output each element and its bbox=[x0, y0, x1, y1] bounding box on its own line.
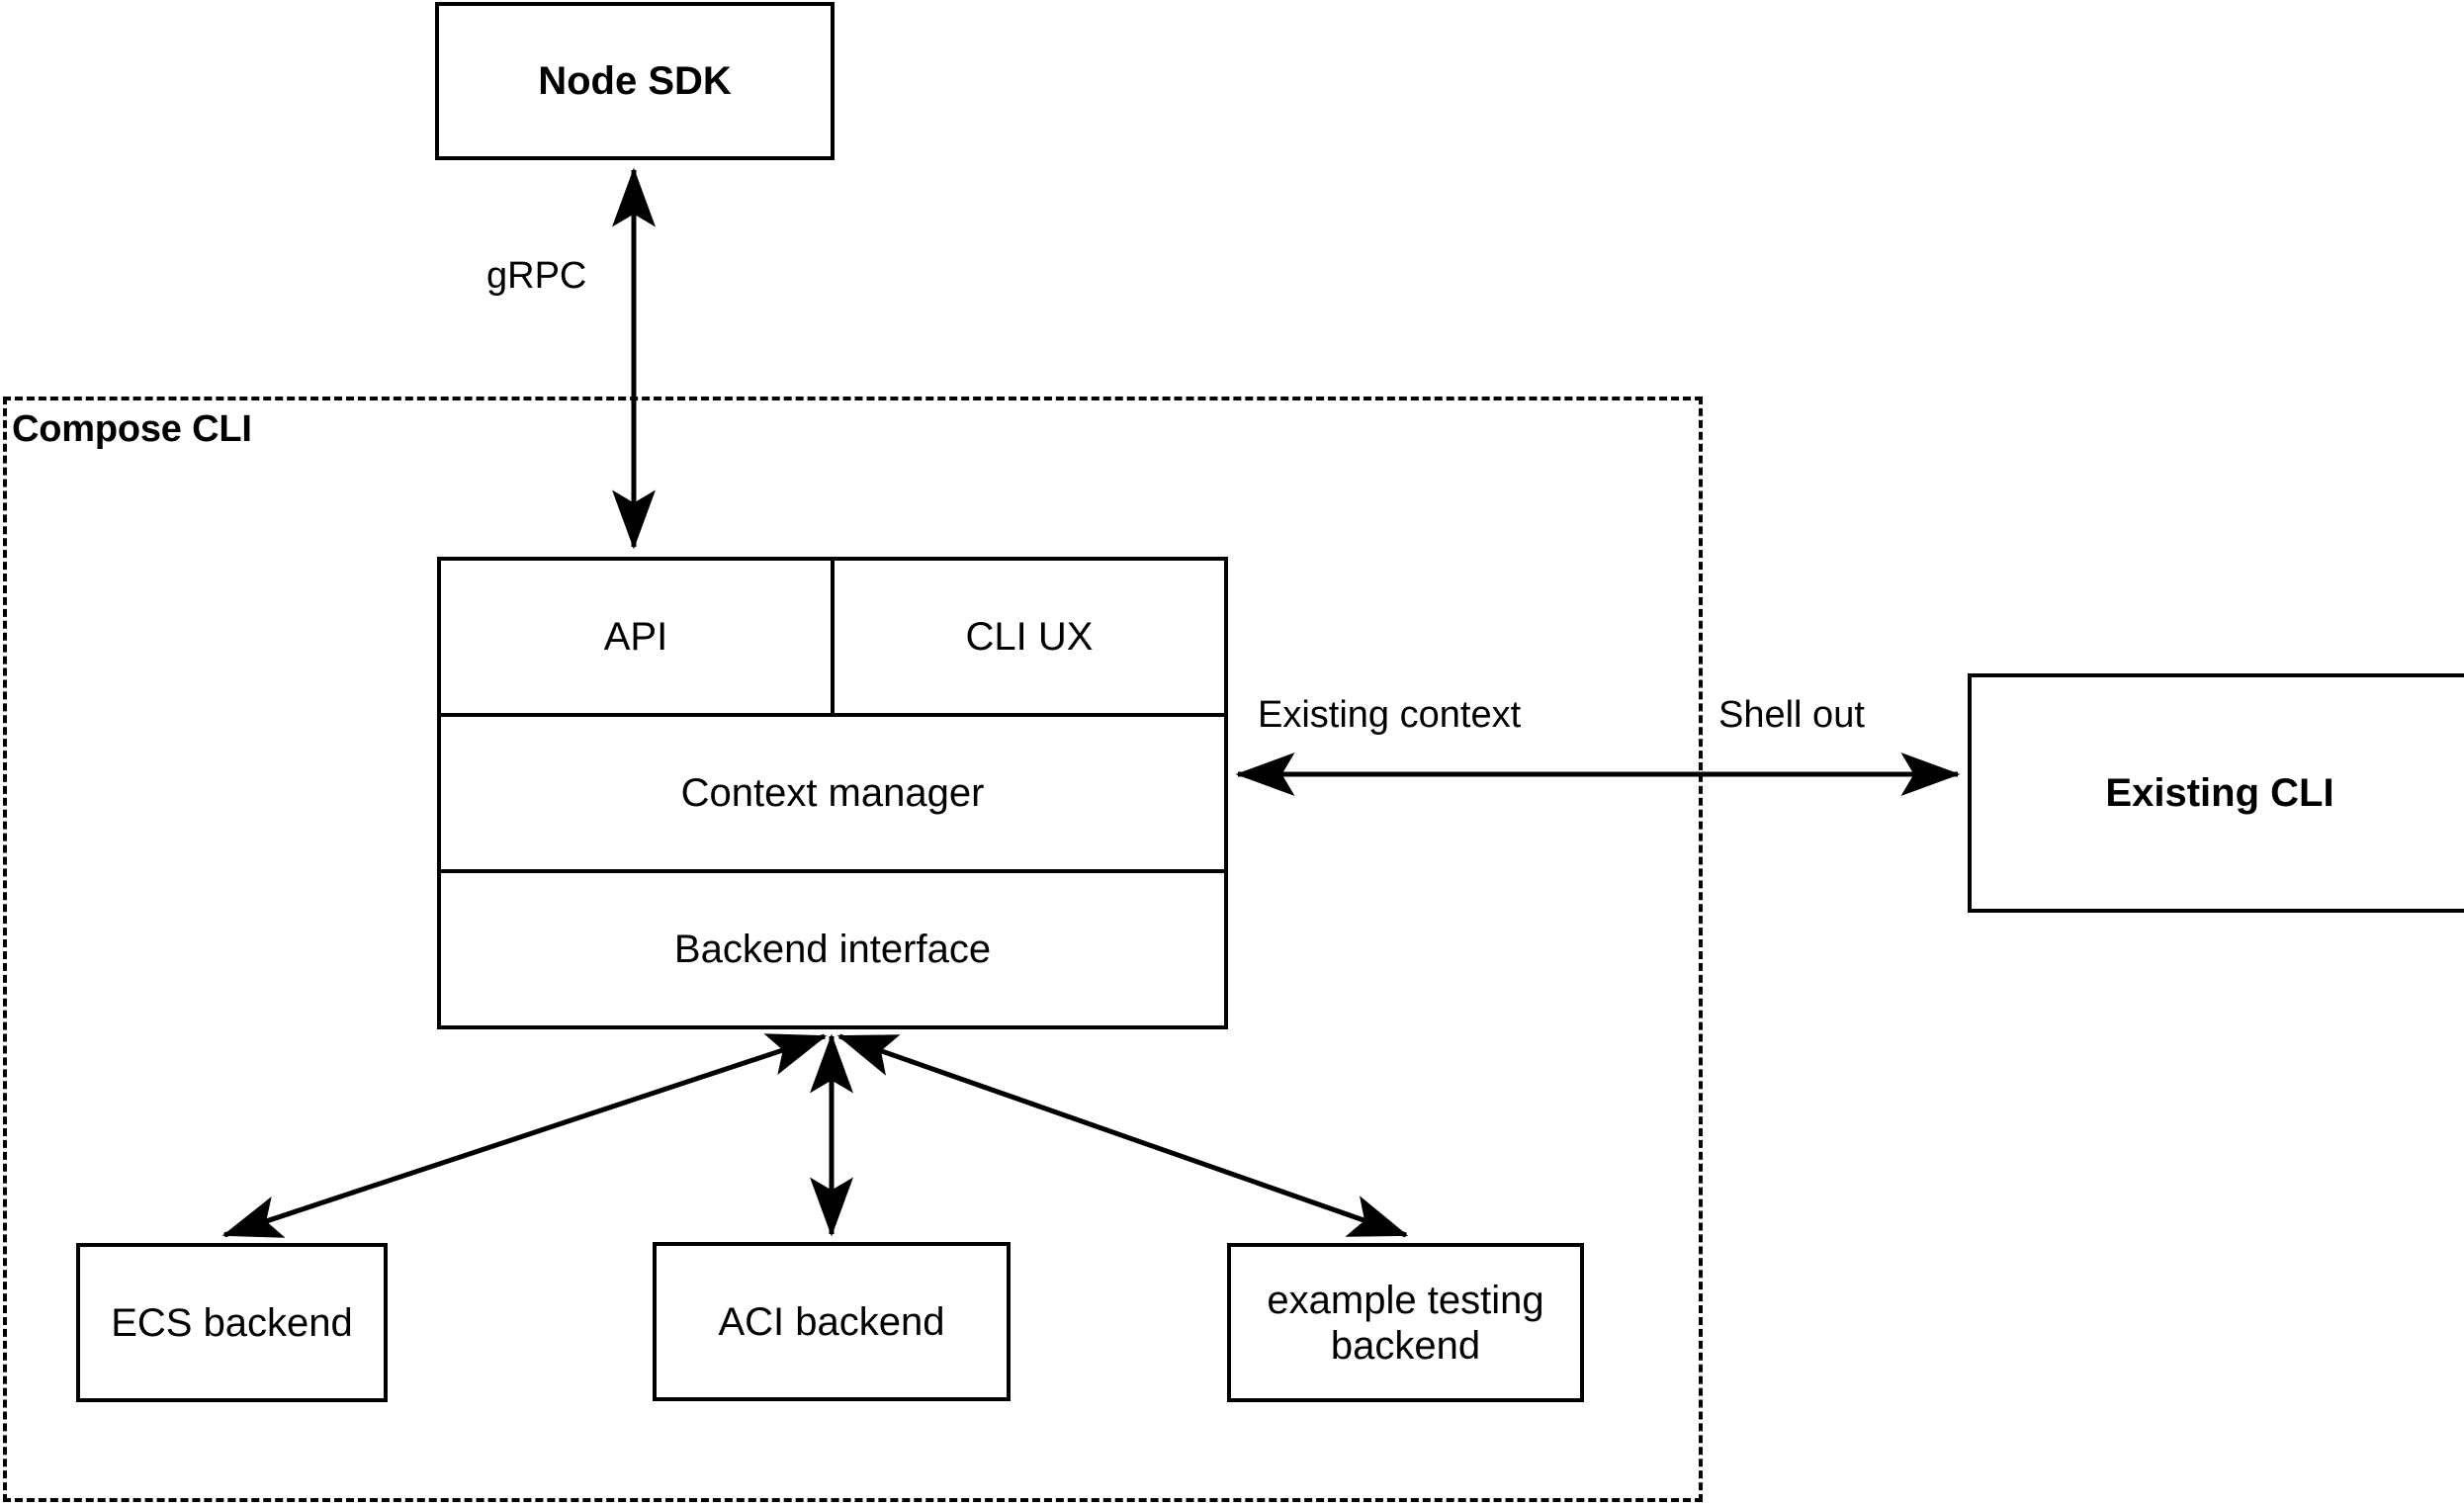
node-aci-backend-label: ACI backend bbox=[718, 1299, 945, 1344]
stack-row-api-cliux: API CLI UX bbox=[441, 561, 1224, 717]
node-context-manager-label: Context manager bbox=[680, 770, 985, 815]
compose-cli-core-stack: API CLI UX Context manager Backend inter… bbox=[437, 557, 1228, 1029]
node-cli-ux-label: CLI UX bbox=[965, 614, 1094, 659]
node-aci-backend[interactable]: ACI backend bbox=[653, 1242, 1011, 1401]
compose-cli-group-label: Compose CLI bbox=[12, 408, 252, 450]
node-api-label: API bbox=[603, 614, 668, 659]
compose-cli-group-boundary bbox=[3, 397, 1703, 1502]
node-example-testing-backend[interactable]: example testing backend bbox=[1227, 1243, 1584, 1402]
node-existing-cli-label: Existing CLI bbox=[2105, 771, 2334, 815]
edge-label-shell-out: Shell out bbox=[1718, 694, 1865, 736]
node-existing-cli[interactable]: Existing CLI bbox=[1968, 673, 2464, 913]
node-node-sdk[interactable]: Node SDK bbox=[435, 2, 835, 160]
edge-label-existing-context: Existing context bbox=[1258, 694, 1522, 736]
edge-label-grpc: gRPC bbox=[486, 255, 587, 297]
node-ecs-backend[interactable]: ECS backend bbox=[76, 1243, 388, 1402]
node-ecs-backend-label: ECS backend bbox=[111, 1300, 353, 1345]
stack-row-context-manager: Context manager bbox=[441, 717, 1224, 873]
node-backend-interface[interactable]: Backend interface bbox=[441, 873, 1224, 1025]
node-example-testing-backend-line2: backend bbox=[1330, 1323, 1481, 1368]
node-context-manager[interactable]: Context manager bbox=[441, 717, 1224, 869]
node-example-testing-backend-label: example testing backend bbox=[1257, 1278, 1553, 1369]
node-api[interactable]: API bbox=[441, 561, 831, 713]
stack-row-backend-interface: Backend interface bbox=[441, 873, 1224, 1025]
node-backend-interface-label: Backend interface bbox=[673, 927, 992, 971]
node-example-testing-backend-line1: example testing bbox=[1267, 1278, 1544, 1322]
node-cli-ux[interactable]: CLI UX bbox=[831, 561, 1224, 713]
node-node-sdk-label: Node SDK bbox=[538, 59, 732, 103]
